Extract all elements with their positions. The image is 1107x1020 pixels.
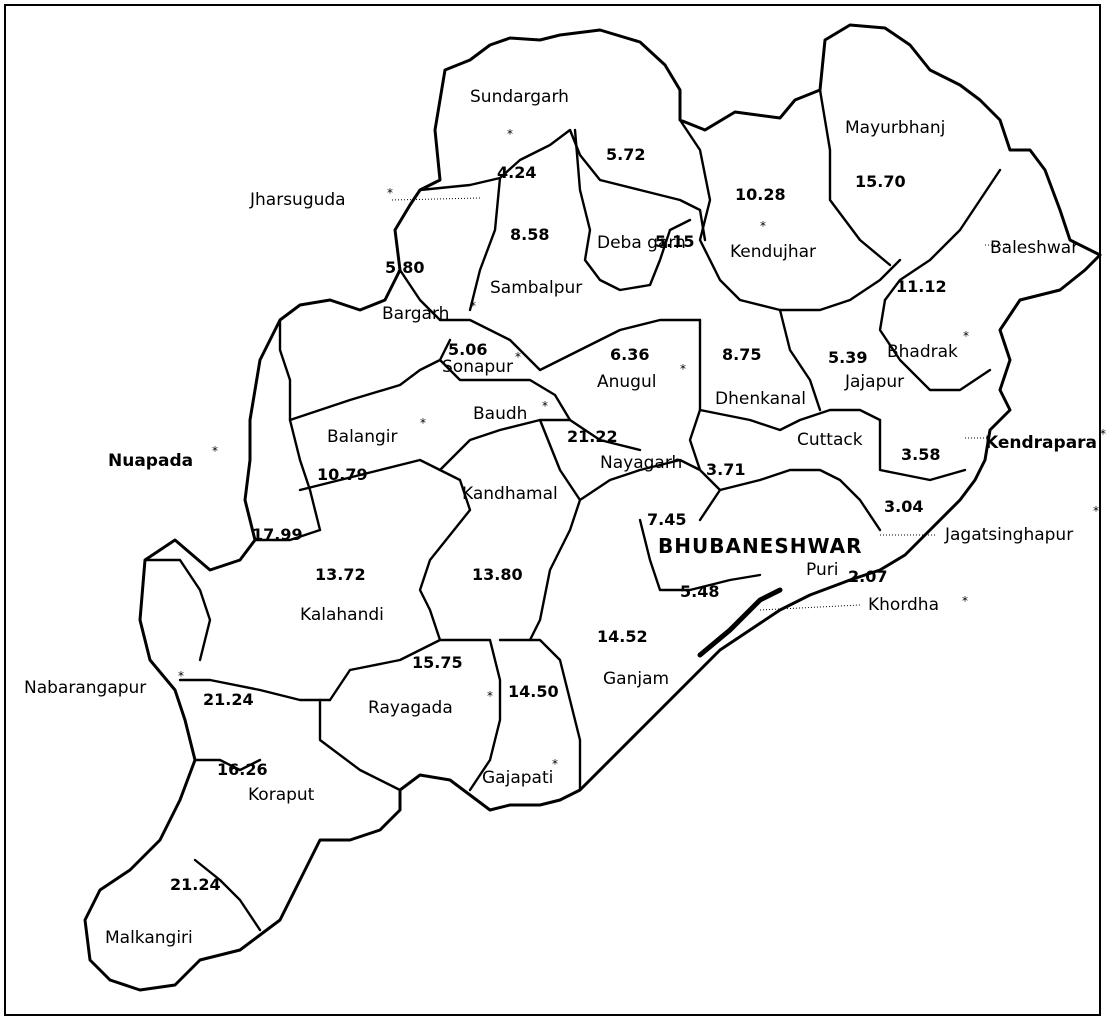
label-nuapada: Nuapada [108, 451, 193, 471]
svg-text:*: * [507, 127, 513, 141]
label-debagarh: Deba garh [597, 233, 686, 253]
value-sonapur: 5.06 [448, 340, 487, 359]
label-baudh: Baudh [473, 404, 527, 424]
value-kalahandi: 13.72 [315, 565, 366, 584]
value-debagarh: 5.15 [655, 232, 694, 251]
value-puri: 2.07 [848, 567, 887, 586]
label-malkangiri: Malkangiri [105, 928, 193, 948]
district-borders [143, 88, 1002, 932]
label-jajapur: Jajapur [844, 372, 904, 392]
label-khordha: Khordha [868, 595, 939, 615]
svg-text:*: * [212, 444, 218, 458]
label-balangir: Balangir [327, 427, 398, 447]
value-jagatsinghapur: 3.04 [884, 497, 923, 516]
value-baleshwar: 11.12 [896, 277, 947, 296]
value-bargarh: 5.80 [385, 258, 424, 277]
svg-text:*: * [178, 669, 184, 683]
coastline [697, 587, 783, 658]
value-kendrapara: 3.58 [901, 445, 940, 464]
label-cuttack: Cuttack [797, 430, 863, 450]
svg-text:*: * [420, 416, 426, 430]
label-rayagada: Rayagada [368, 698, 453, 718]
label-gajapati: Gajapati [482, 768, 553, 788]
value-koraput: 16.26 [217, 760, 268, 779]
svg-text:*: * [515, 350, 521, 364]
label-bargarh: Bargarh [382, 304, 449, 324]
label-puri: Puri [806, 560, 838, 580]
label-bhadrak: Bhadrak [887, 342, 958, 362]
district-values: 5.72 15.70 4.24 10.28 8.58 5.15 11.12 5.… [170, 145, 947, 894]
state-outline [83, 23, 1102, 992]
svg-text:*: * [387, 186, 393, 200]
label-mayurbhanj: Mayurbhanj [845, 118, 945, 138]
leader-lines [391, 197, 1010, 611]
value-mayurbhanj: 15.70 [855, 172, 906, 191]
value-sundargarh: 5.72 [606, 145, 645, 164]
svg-text:*: * [962, 594, 968, 608]
label-ganjam: Ganjam [603, 669, 669, 689]
label-sundargarh: Sundargarh [470, 87, 569, 107]
label-kandhamal: Kandhamal [462, 484, 558, 504]
asterisk-markers: * * * * * * * * * * * * * * * * [178, 127, 1106, 771]
district-labels: Sundargarh Mayurbhanj Jharsuguda Kendujh… [24, 87, 1097, 948]
label-baleshwar: Baleshwar [990, 238, 1078, 258]
label-nabarangapur: Nabarangapur [24, 678, 146, 698]
value-rayagada: 15.75 [412, 653, 463, 672]
label-sambalpur: Sambalpur [490, 278, 582, 298]
label-jharsuguda: Jharsuguda [249, 190, 346, 210]
svg-text:*: * [963, 329, 969, 343]
svg-text:*: * [552, 757, 558, 771]
svg-text:*: * [760, 219, 766, 233]
value-anugul: 6.36 [610, 345, 649, 364]
label-kendrapara: Kendrapara [985, 433, 1097, 453]
value-kandhamal: 13.80 [472, 565, 523, 584]
label-dhenkanal: Dhenkanal [715, 389, 806, 409]
label-nayagarh: Nayagarh [600, 453, 682, 473]
label-jagatsinghapur: Jagatsinghapur [944, 525, 1073, 545]
svg-text:*: * [1093, 504, 1099, 518]
value-nabarangapur: 21.24 [203, 690, 254, 709]
svg-text:*: * [680, 362, 686, 376]
value-kendujhar: 10.28 [735, 185, 786, 204]
value-baudh: 21.22 [567, 427, 618, 446]
value-cuttack: 3.71 [706, 460, 745, 479]
value-balangir: 10.79 [317, 465, 368, 484]
svg-text:*: * [487, 689, 493, 703]
label-koraput: Koraput [248, 785, 315, 805]
value-jharsuguda: 4.24 [497, 163, 536, 182]
label-kalahandi: Kalahandi [300, 605, 384, 625]
value-ganjam: 14.52 [597, 627, 648, 646]
value-jajapur: 5.39 [828, 348, 867, 367]
value-nuapada: 17.99 [252, 525, 303, 544]
value-khordha: 5.48 [680, 582, 719, 601]
value-dhenkanal: 8.75 [722, 345, 761, 364]
value-nayagarh: 7.45 [647, 510, 686, 529]
svg-text:*: * [1100, 427, 1106, 441]
value-sambalpur: 8.58 [510, 225, 549, 244]
label-sonapur: Sonapur [442, 357, 513, 377]
svg-text:*: * [470, 299, 476, 313]
capital-label: BHUBANESHWAR [658, 534, 863, 558]
value-malkangiri: 21.24 [170, 875, 221, 894]
label-anugul: Anugul [597, 372, 656, 392]
value-gajapati: 14.50 [508, 682, 559, 701]
label-kendujhar: Kendujhar [730, 242, 816, 262]
svg-text:*: * [542, 399, 548, 413]
